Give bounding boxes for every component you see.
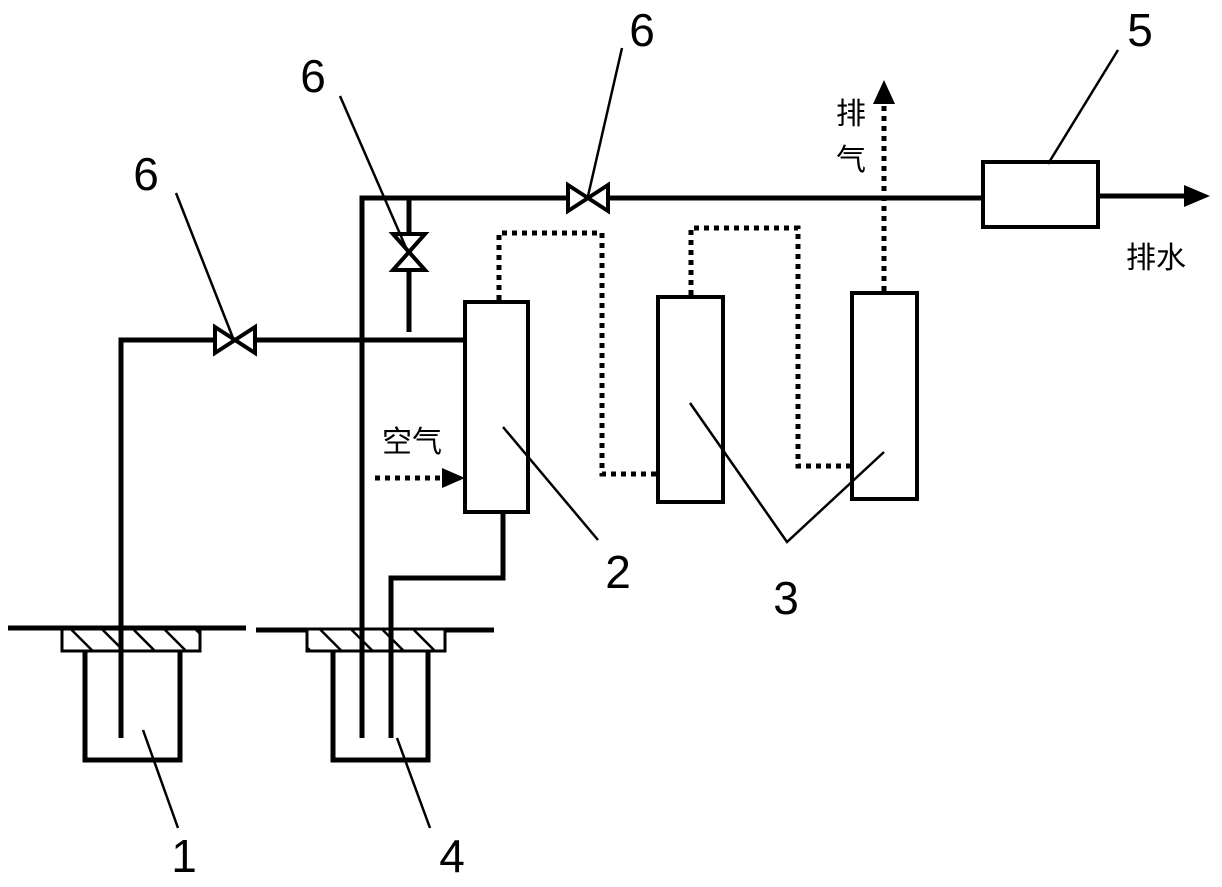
leader-6-top <box>586 47 624 197</box>
unit-3-b <box>850 291 919 501</box>
valve-top <box>566 181 610 215</box>
label-6-left: 6 <box>133 148 159 200</box>
gas-line-unit2-to-unit3a <box>496 230 658 477</box>
container-1 <box>82 651 183 763</box>
exhaust-label-char2: 气 <box>836 143 866 178</box>
pipe-unit2-bottom-to-container4 <box>388 512 506 738</box>
label-6-top: 6 <box>629 4 655 56</box>
air-label: 空气 <box>382 425 442 460</box>
label-5: 5 <box>1127 4 1153 56</box>
container-4 <box>330 651 431 763</box>
label-2: 2 <box>605 546 631 598</box>
leader-3 <box>688 402 885 544</box>
drain-arrow-head <box>1184 185 1210 207</box>
leader-4 <box>395 737 432 829</box>
leader-1 <box>141 729 180 829</box>
unit-2 <box>463 300 530 514</box>
leader-6-middle <box>338 95 409 251</box>
label-4: 4 <box>439 830 465 882</box>
label-3: 3 <box>773 572 799 624</box>
leader-2 <box>502 426 599 541</box>
pipe-container1-to-unit2 <box>118 337 463 738</box>
label-6-middle: 6 <box>300 50 326 102</box>
leader-6-left <box>174 192 235 339</box>
air-arrow-head <box>442 468 465 488</box>
pipe-main-line <box>359 195 983 738</box>
drain-label: 排水 <box>1126 241 1186 276</box>
exhaust-label-char1: 排 <box>836 97 866 132</box>
unit-5 <box>981 160 1100 229</box>
lid-right <box>305 627 447 653</box>
unit-3-a <box>656 295 725 504</box>
leader-5 <box>1046 49 1120 165</box>
valve-middle <box>388 232 430 272</box>
valve-left <box>213 323 257 357</box>
gas-line-unit3a-to-unit3b <box>688 225 852 469</box>
label-1: 1 <box>171 830 197 882</box>
lid-left <box>60 627 202 653</box>
exhaust-arrow-head <box>873 80 895 104</box>
